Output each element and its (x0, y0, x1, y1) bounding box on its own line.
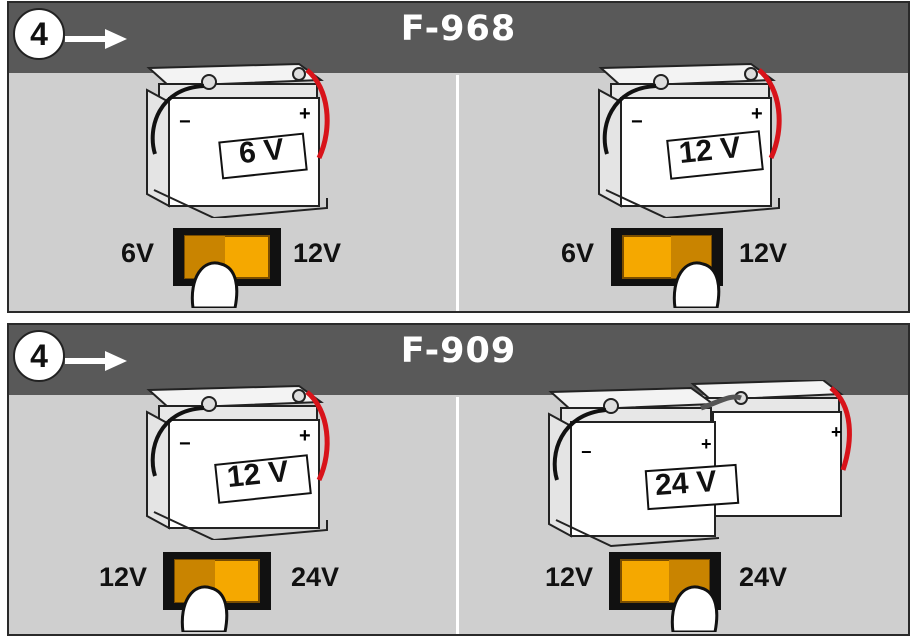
finger-icon (672, 261, 721, 308)
cell-12v: − + 12 V 12V 24V (9, 380, 449, 634)
svg-text:+: + (701, 434, 712, 454)
panel-header: 4 F-909 (9, 325, 908, 395)
switch-left-label: 12V (545, 562, 594, 592)
switch-right-label: 12V (739, 238, 788, 268)
switch-left-label: 6V (121, 238, 155, 268)
finger-icon (670, 585, 719, 632)
battery-label: 12 V (677, 130, 743, 171)
panel-f968: 4 F-968 − + 6 V 6V (7, 1, 910, 313)
battery-label: 6 V (237, 132, 286, 171)
cell-12v: − + 12 V 6V 12V (461, 58, 901, 311)
svg-text:−: − (179, 433, 191, 455)
rocker-switch-icon (609, 552, 721, 632)
battery-label: 24 V (653, 464, 718, 503)
battery-icon: − + (598, 62, 782, 218)
arrow-right-icon (65, 29, 127, 49)
svg-text:+: + (299, 425, 311, 447)
svg-text:+: + (299, 103, 311, 125)
cell-6v: − + 6 V 6V 12V (9, 58, 449, 311)
step-badge: 4 (13, 8, 65, 60)
model-title: F-909 (400, 331, 517, 371)
switch-right-label: 24V (291, 562, 340, 592)
battery-icon: + − + (548, 380, 852, 548)
switch-right-label: 12V (293, 238, 342, 268)
switch-right-label: 24V (739, 562, 788, 592)
divider (456, 75, 459, 311)
battery-icon: − + (146, 384, 330, 540)
switch-left-label: 6V (561, 238, 595, 268)
svg-text:+: + (751, 103, 763, 125)
svg-text:−: − (581, 442, 592, 462)
panel-f909: 4 F-909 − + 12 V 12V (7, 323, 910, 636)
rocker-switch-icon (173, 228, 281, 308)
finger-icon (180, 585, 229, 632)
finger-icon (190, 261, 239, 308)
panel-header: 4 F-968 (9, 3, 908, 73)
cell-24v: + − + 24 V 12V 24V (461, 380, 901, 634)
svg-text:−: − (179, 111, 191, 133)
step-badge: 4 (13, 330, 65, 382)
battery-icon: − + (146, 62, 330, 218)
arrow-right-icon (65, 351, 127, 371)
rocker-switch-icon (163, 552, 271, 632)
battery-label: 12 V (225, 454, 291, 495)
switch-left-label: 12V (99, 562, 148, 592)
divider (456, 397, 459, 634)
svg-text:+: + (831, 422, 842, 442)
svg-text:−: − (631, 111, 643, 133)
model-title: F-968 (400, 9, 517, 49)
rocker-switch-icon (611, 228, 723, 308)
